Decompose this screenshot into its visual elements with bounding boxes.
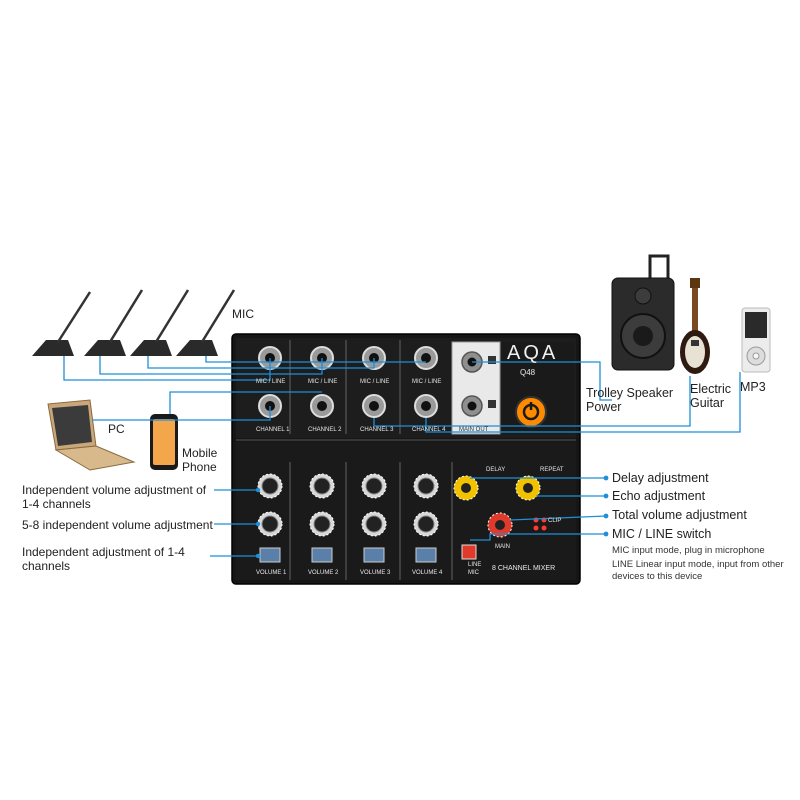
knob-vol-1[interactable]: [257, 473, 283, 499]
mic-line-label-2: MIC / LINE: [308, 379, 338, 385]
channel-button-1[interactable]: [259, 547, 281, 563]
mobile-phone-icon: [150, 414, 178, 470]
delay-knob-label: DELAY: [486, 467, 506, 473]
channel-buttons: [259, 547, 437, 563]
volume-label-1: VOLUME 1: [256, 570, 287, 576]
annotation-vol-1-4: Independent volume adjustment of 1-4 cha…: [22, 483, 207, 511]
repeat-knob[interactable]: [515, 475, 541, 501]
microphone-2: [84, 289, 144, 356]
channel-label-2: CHANNEL 2: [308, 427, 342, 433]
annotation-mic-mode: MIC input mode, plug in microphone: [612, 545, 765, 556]
volume-label-2: VOLUME 2: [308, 570, 339, 576]
knob-vol-2[interactable]: [309, 473, 335, 499]
power-button[interactable]: [515, 396, 547, 428]
speaker-icon: [611, 254, 675, 371]
mobile-phone-label: Mobile Phone: [182, 446, 218, 474]
jack-8[interactable]: [414, 394, 438, 418]
delay-knob[interactable]: [453, 475, 479, 501]
guitar-icon: [680, 278, 710, 374]
clip-label: CLIP: [548, 518, 562, 524]
main-volume-knob[interactable]: [487, 512, 513, 538]
guitar-label: Electric Guitar: [690, 382, 731, 410]
annotation-echo: Echo adjustment: [612, 489, 706, 503]
channel-button-2[interactable]: [311, 547, 333, 563]
knob-vol-8[interactable]: [413, 511, 439, 537]
speaker-label: Trolley Speaker Power: [586, 386, 674, 414]
mic-line-label-4: MIC / LINE: [412, 379, 442, 385]
main-out-jack-right[interactable]: [461, 395, 483, 417]
knob-vol-6[interactable]: [309, 511, 335, 537]
mic-label: MIC: [232, 307, 254, 321]
switch-mic-label: MIC: [468, 570, 479, 576]
mic-line-switch[interactable]: [461, 544, 477, 560]
connection-dots: [255, 475, 609, 559]
channel-button-3[interactable]: [363, 547, 385, 563]
model-label: Q48: [520, 368, 536, 377]
mic-line-label-3: MIC / LINE: [360, 379, 390, 385]
annotation-mic-line-switch: MIC / LINE switch: [612, 527, 712, 541]
volume-label-4: VOLUME 4: [412, 570, 443, 576]
connection-lines: [63, 356, 741, 557]
jack-7[interactable]: [362, 394, 386, 418]
annotation-line-mode: LINE Linear input mode, input from other…: [612, 559, 784, 582]
knob-vol-3[interactable]: [361, 473, 387, 499]
switch-line-label: LINE: [468, 562, 482, 568]
main-knob-label: MAIN: [495, 544, 510, 550]
jack-6[interactable]: [310, 394, 334, 418]
mp3-label: MP3: [740, 380, 766, 394]
knob-vol-4[interactable]: [413, 473, 439, 499]
microphone-4: [176, 289, 236, 356]
annotation-delay: Delay adjustment: [612, 471, 709, 485]
mic-line-label-1: MIC / LINE: [256, 379, 286, 385]
channel-button-4[interactable]: [415, 547, 437, 563]
annotation-total-volume: Total volume adjustment: [612, 508, 747, 522]
volume-label-3: VOLUME 3: [360, 570, 391, 576]
repeat-knob-label: REPEAT: [540, 467, 564, 473]
mp3-player-icon: [741, 307, 771, 373]
knob-vol-7[interactable]: [361, 511, 387, 537]
brand-label: AQA: [507, 342, 559, 364]
jack-4[interactable]: [414, 346, 438, 370]
microphone-3: [130, 289, 190, 356]
knob-vol-5[interactable]: [257, 511, 283, 537]
volume-knobs: [257, 473, 439, 537]
channel-label-4: CHANNEL 4: [412, 427, 446, 433]
annotation-adj-1-4: Independent adjustment of 1-4 channels: [22, 545, 185, 573]
microphone-1: [32, 291, 92, 356]
channel-label-3: CHANNEL 3: [360, 427, 394, 433]
channel-label-1: CHANNEL 1: [256, 427, 290, 433]
main-out-label: MAIN OUT: [459, 427, 489, 433]
annotation-vol-5-8: 5-8 independent volume adjustment: [22, 518, 213, 532]
pc-label: PC: [108, 422, 125, 436]
laptop-icon: [47, 399, 136, 471]
product-label: 8 CHANNEL MIXER: [492, 565, 556, 572]
